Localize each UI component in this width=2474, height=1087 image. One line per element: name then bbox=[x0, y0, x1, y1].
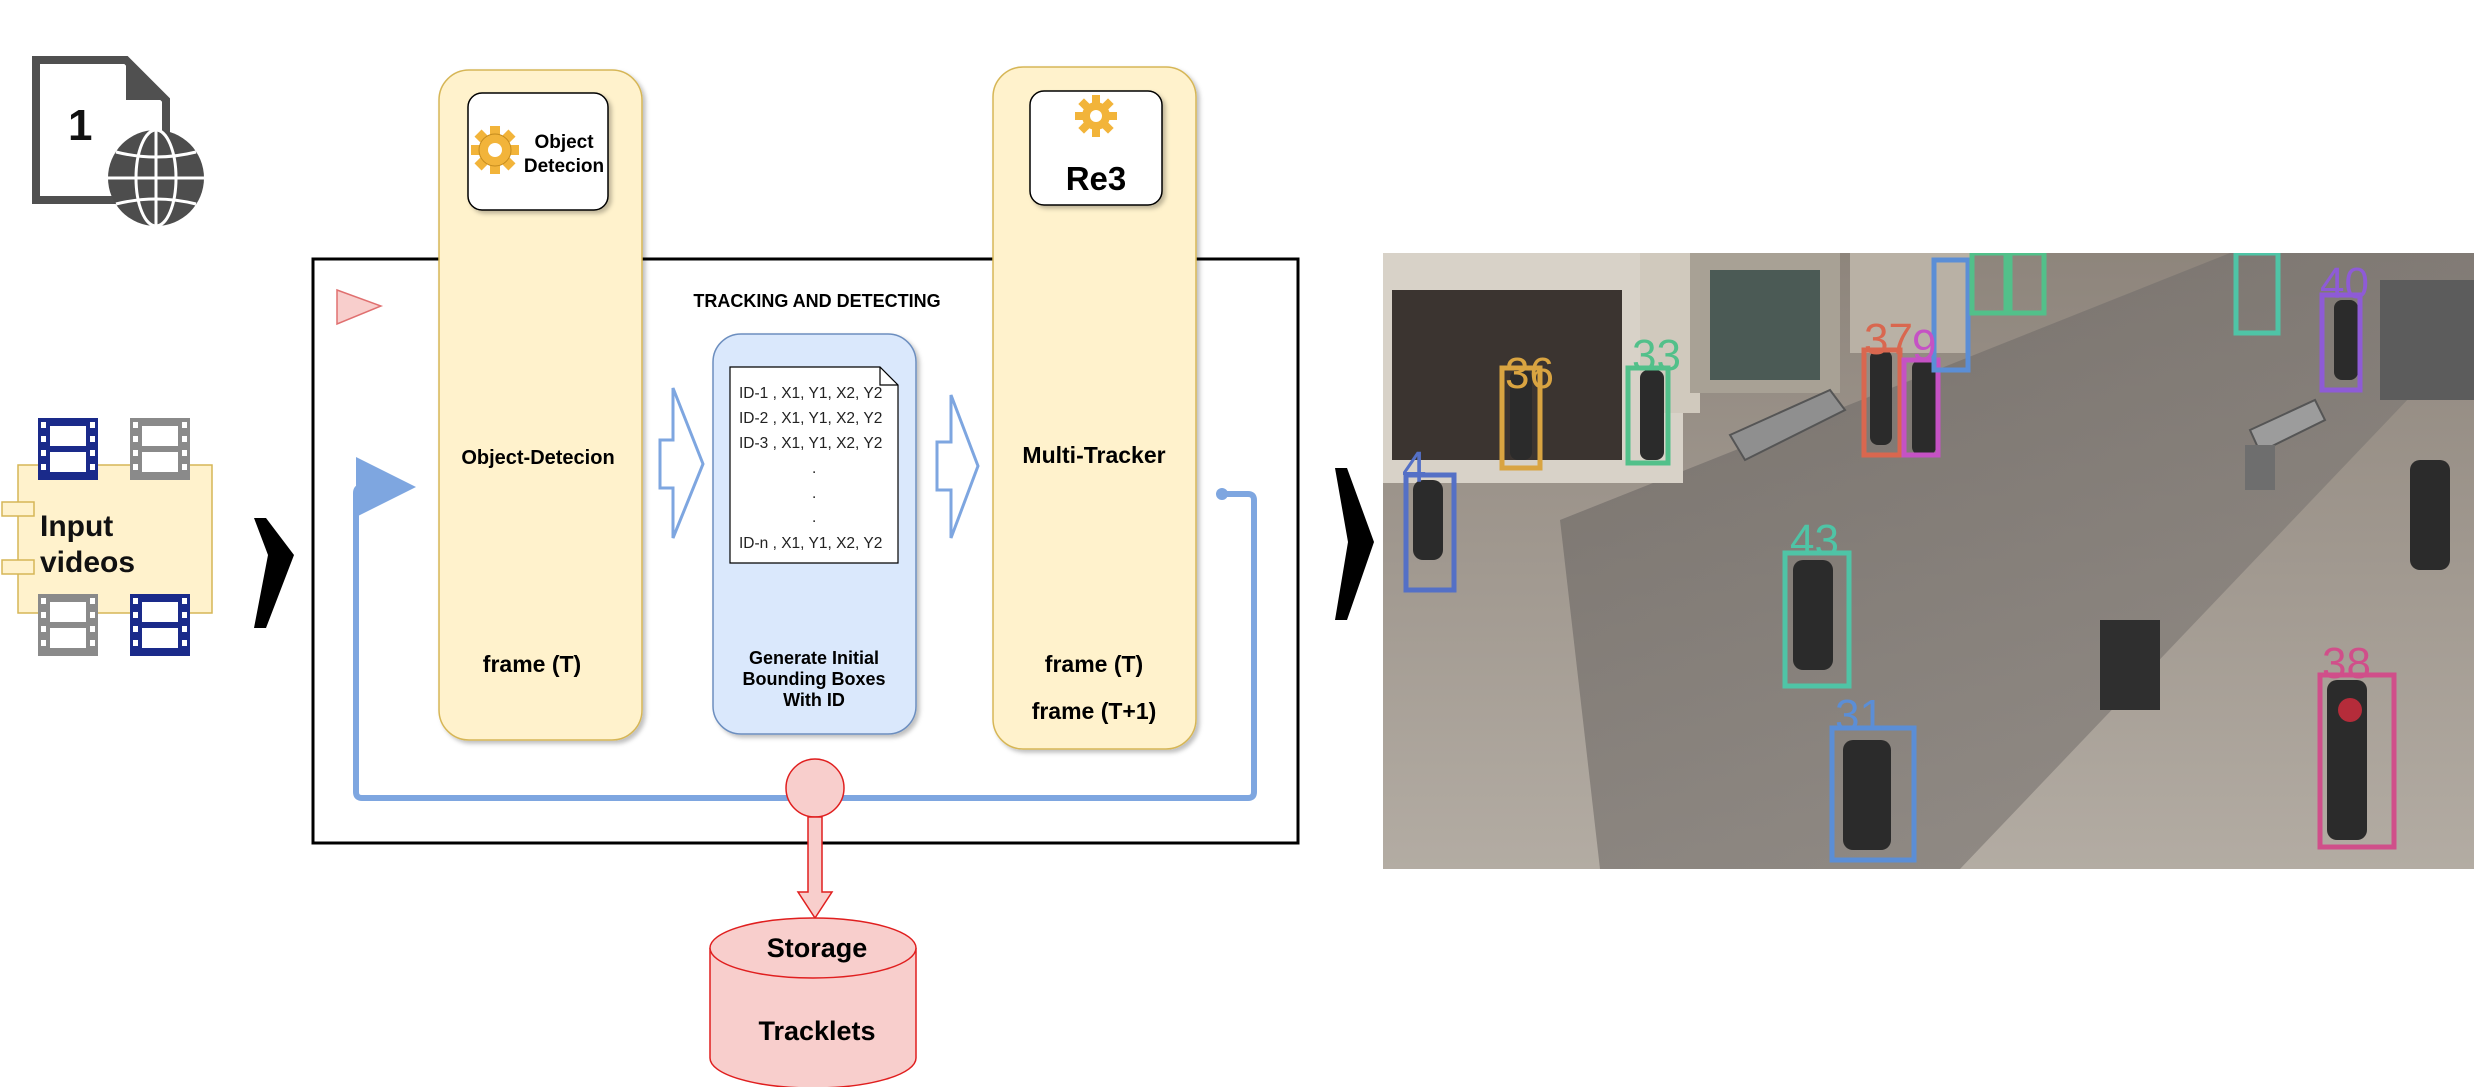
input-label-line1: Input bbox=[40, 510, 113, 543]
bbox-line: . bbox=[812, 460, 816, 477]
track-id-label: 31 bbox=[1835, 691, 1884, 740]
bbox-line: ID-1 , X1, Y1, X2, Y2 bbox=[739, 385, 882, 402]
bbox-line: . bbox=[812, 485, 816, 502]
bbox-to-tracker-arrow bbox=[935, 394, 980, 539]
input-label-line2: videos bbox=[40, 546, 135, 579]
input-component-box bbox=[17, 464, 213, 614]
gear-icon bbox=[1075, 95, 1117, 137]
track-id-label: 36 bbox=[1505, 349, 1554, 398]
tracker-frame-label-2: frame (T+1) bbox=[1032, 698, 1157, 724]
multi-tracker-stage bbox=[992, 66, 1197, 750]
bbox-caption-line2: Bounding Boxes bbox=[743, 669, 886, 689]
track-id-label: 37 bbox=[1864, 315, 1913, 364]
film-strip-icon bbox=[38, 418, 98, 480]
bbox-caption-line1: Generate Initial bbox=[749, 648, 879, 668]
film-strip-icon bbox=[130, 418, 190, 480]
storage-label-bottom: Tracklets bbox=[758, 1016, 875, 1046]
bbox-line: ID-3 , X1, Y1, X2, Y2 bbox=[739, 435, 882, 452]
track-id-label: 43 bbox=[1790, 516, 1839, 565]
detection-module-label-line2: Detecion bbox=[524, 156, 604, 177]
bbox-line: . bbox=[812, 509, 816, 526]
loop-start-dot bbox=[1216, 488, 1228, 500]
storage-label-top: Storage bbox=[767, 933, 868, 963]
object-detection-module bbox=[467, 92, 609, 211]
tracked-video-frame bbox=[1383, 253, 2474, 869]
track-id-label: 38 bbox=[2322, 639, 2371, 688]
main-box-title: TRACKING AND DETECTING bbox=[693, 291, 940, 311]
main-to-frame-arrow bbox=[1335, 468, 1374, 620]
object-detection-stage bbox=[438, 69, 643, 741]
track-id-label: 33 bbox=[1632, 331, 1681, 380]
badge-number: 1 bbox=[68, 101, 92, 150]
play-triangle-icon bbox=[336, 288, 384, 326]
film-strip-icon bbox=[38, 594, 98, 656]
re3-module-label: Re3 bbox=[1066, 160, 1127, 197]
tracking-detecting-box bbox=[311, 257, 1300, 845]
input-to-main-arrow bbox=[254, 518, 294, 628]
detection-frame-label: frame (T) bbox=[483, 651, 581, 677]
storage-arrow bbox=[796, 816, 834, 920]
input-videos-block bbox=[1, 464, 213, 614]
tracker-frame-label-1: frame (T) bbox=[1045, 651, 1143, 677]
bbox-caption-line3: With ID bbox=[783, 690, 845, 710]
film-strip-icon bbox=[130, 594, 190, 656]
detection-to-bbox-arrow bbox=[658, 387, 705, 539]
gear-icon bbox=[471, 126, 519, 174]
detection-module-label-line1: Object bbox=[534, 132, 594, 153]
re3-module bbox=[1029, 90, 1163, 206]
detection-stage-label: Object-Detecion bbox=[461, 447, 614, 469]
tracklets-storage bbox=[709, 917, 917, 1087]
bbox-line: ID-n , X1, Y1, X2, Y2 bbox=[739, 535, 882, 552]
track-id-label: 9 bbox=[1912, 321, 1936, 370]
tracker-stage-label: Multi-Tracker bbox=[1022, 442, 1165, 468]
track-id-label: 40 bbox=[2320, 259, 2369, 308]
track-id-label: 4 bbox=[1402, 443, 1426, 492]
bbox-line: ID-2 , X1, Y1, X2, Y2 bbox=[739, 410, 882, 427]
bbox-list-document bbox=[729, 366, 899, 564]
document-globe-icon: 1 bbox=[32, 56, 204, 228]
tracklet-output-node bbox=[785, 758, 845, 818]
